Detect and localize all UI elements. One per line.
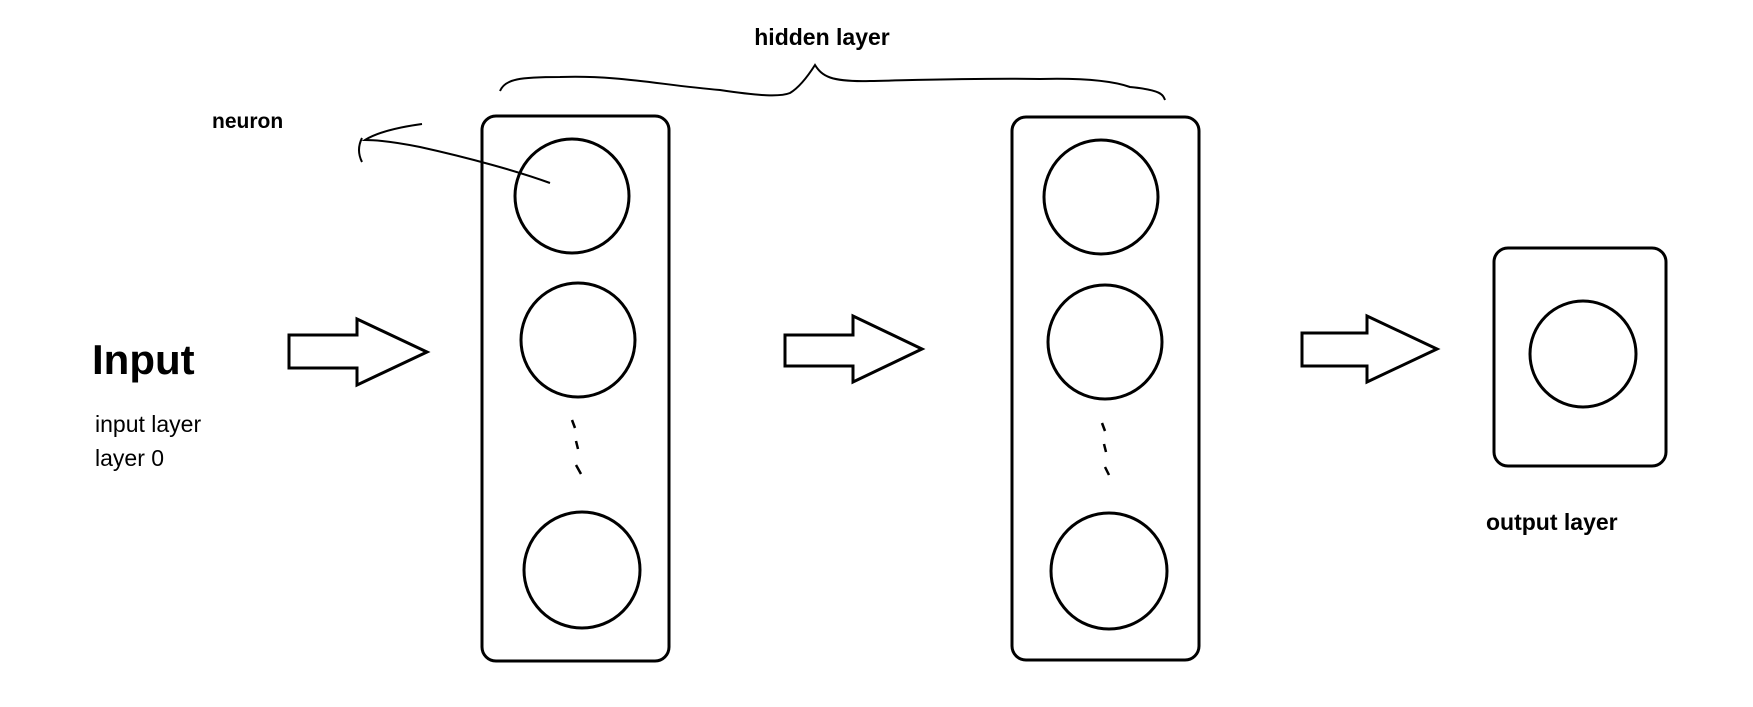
- hidden-layer-2: [1010, 115, 1201, 662]
- neuron-pointer-line: [361, 123, 551, 184]
- output-layer-label: output layer: [1486, 509, 1618, 535]
- neuron: [522, 510, 642, 630]
- neuron-label: neuron: [212, 110, 283, 133]
- hidden-layer-label: hidden layer: [754, 24, 890, 50]
- hidden-layer-brace: [499, 63, 1166, 101]
- neuron: [1042, 138, 1160, 256]
- output-layer-box: [1492, 246, 1668, 468]
- neuron: [1049, 511, 1169, 631]
- ellipsis-dots: [1100, 422, 1111, 476]
- neuron: [1046, 283, 1164, 401]
- hidden-layer-1: [480, 114, 671, 663]
- neuron: [1528, 299, 1638, 409]
- input-layer-label: input layer: [95, 411, 201, 437]
- ellipsis-dots: [570, 419, 583, 475]
- output-layer: [1492, 246, 1668, 468]
- neuron: [519, 281, 637, 399]
- hidden-layer-2-box: [1010, 115, 1201, 662]
- input-title: Input: [92, 336, 195, 383]
- arrow-hidden-1-to-hidden-2: [783, 313, 926, 385]
- neuron-pointer-tick: [358, 137, 363, 163]
- layer-0-label: layer 0: [95, 445, 164, 471]
- arrow-input-to-hidden-1: [287, 316, 431, 388]
- arrow-hidden-2-to-output: [1300, 313, 1441, 385]
- neuron: [513, 137, 631, 255]
- hidden-layer-1-box: [480, 114, 671, 663]
